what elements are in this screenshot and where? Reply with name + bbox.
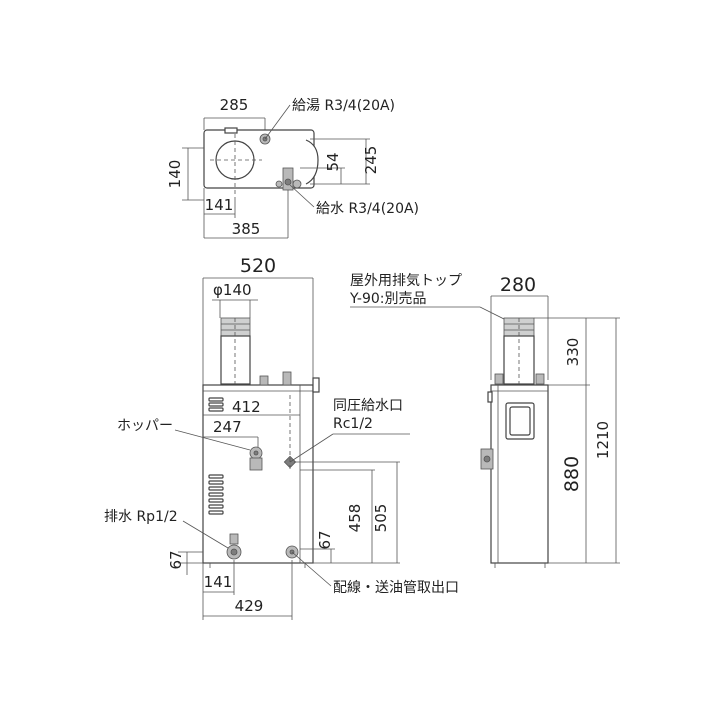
hot-water-label: 給湯 R3/4(20A)	[292, 97, 395, 114]
exhaust-top-label: 屋外用排気トップ	[350, 273, 462, 289]
front-lower-vents	[208, 474, 224, 515]
front-dim-247: 247	[213, 418, 242, 436]
side-dim-880: 880	[561, 456, 583, 492]
top-dim-141: 141	[205, 196, 234, 214]
top-dim-140: 140	[166, 160, 184, 189]
same-pressure-label: 同圧給水口	[333, 398, 403, 414]
front-view: 520 φ140	[104, 255, 459, 620]
side-dim-1210: 1210	[594, 421, 612, 459]
side-dim-330: 330	[564, 338, 582, 367]
hopper-label: ホッパー	[117, 418, 173, 434]
front-cold-fitting-icon	[282, 371, 292, 386]
front-dim-429: 429	[235, 597, 264, 615]
top-dim-245: 245	[362, 146, 380, 175]
front-upper-vents	[208, 397, 224, 412]
front-exhaust-pipe	[220, 335, 251, 385]
front-dim-141: 141	[204, 573, 233, 591]
top-view-tab	[224, 127, 238, 134]
top-view: 285 給湯 R3/4(20A) 給水 R3/4(20A) 140 141	[166, 96, 419, 239]
top-dim-385: 385	[232, 220, 261, 238]
front-dim-67-right: 67	[316, 530, 334, 549]
side-view: 280 屋外用排気トップ Y-90:別売品 330	[349, 273, 620, 568]
top-view-side-bulge	[305, 139, 319, 185]
side-right-fitting-icon	[535, 373, 545, 385]
front-dim-520: 520	[240, 255, 276, 277]
front-dim-412: 412	[232, 398, 261, 416]
exhaust-top-model: Y-90:別売品	[349, 291, 426, 307]
front-dim-505: 505	[372, 504, 390, 533]
front-dim-flue-diameter: φ140	[213, 281, 252, 299]
top-dim-285: 285	[220, 96, 249, 114]
same-pressure-size: Rc1/2	[333, 416, 373, 432]
drain-label: 排水 Rp1/2	[104, 509, 178, 525]
front-exhaust-top	[220, 317, 251, 337]
wiring-outlet-label: 配線・送油管取出口	[333, 580, 459, 596]
front-hot-fitting-icon	[259, 375, 269, 386]
top-dim-54: 54	[324, 152, 342, 171]
front-dim-458: 458	[346, 504, 364, 533]
side-left-fitting-icon	[494, 373, 504, 385]
front-dim-67-left: 67	[167, 550, 185, 569]
side-dim-280: 280	[500, 274, 536, 296]
cold-water-label: 給水 R3/4(20A)	[316, 201, 419, 217]
